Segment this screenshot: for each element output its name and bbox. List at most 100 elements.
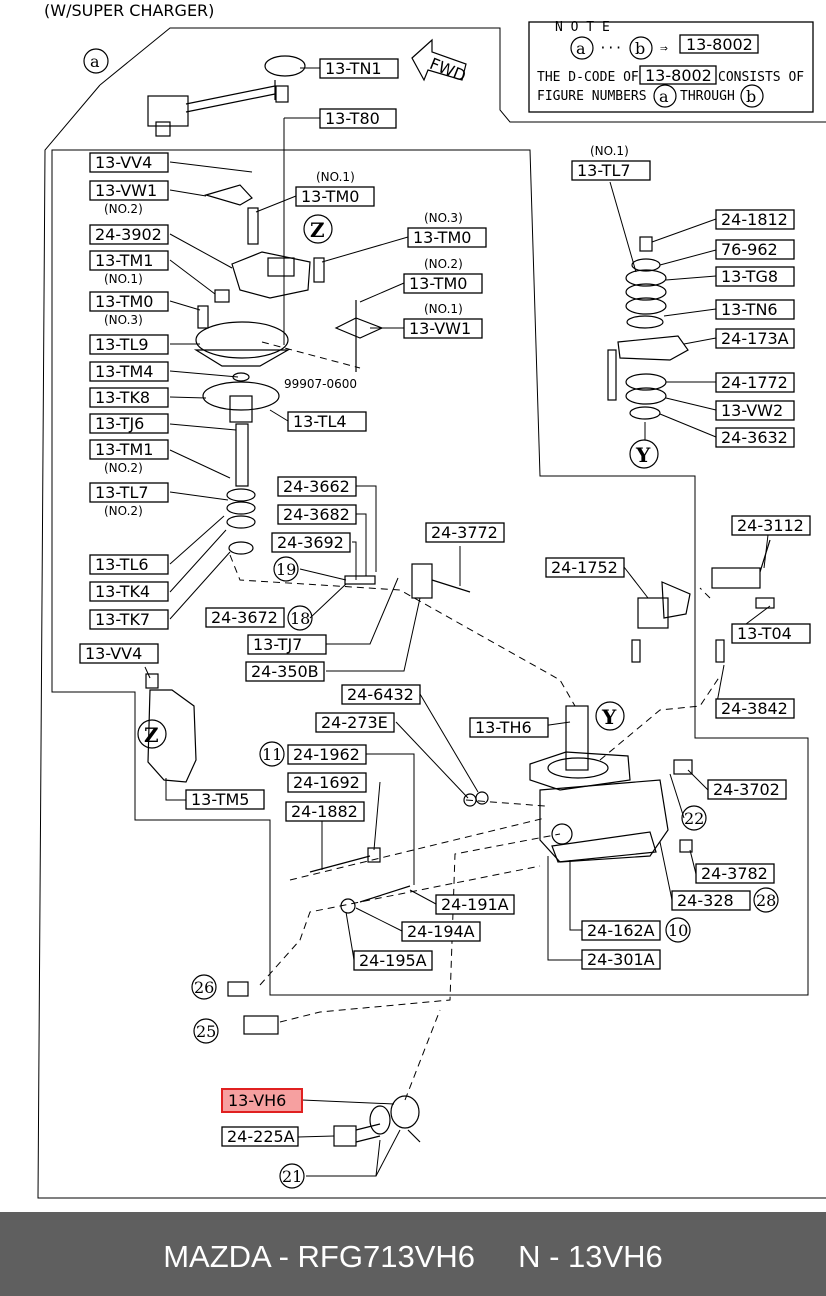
label-24-273e[interactable]: 24-273E xyxy=(315,712,395,733)
svg-text:13-TH6: 13-TH6 xyxy=(475,718,532,737)
svg-text:13-TN1: 13-TN1 xyxy=(325,59,382,78)
svg-text:24-3702: 24-3702 xyxy=(713,780,780,799)
label-13-tg8[interactable]: 13-TG8 xyxy=(715,266,795,287)
label-24-3782[interactable]: 24-3782 xyxy=(695,863,775,884)
label-24-3662[interactable]: 24-3662 xyxy=(277,476,357,497)
svg-text:13-VW1: 13-VW1 xyxy=(409,319,471,338)
label-13-tk7[interactable]: 13-TK7 xyxy=(89,609,169,630)
label-13-tj6[interactable]: 13-TJ6 xyxy=(89,413,169,434)
label-24-328[interactable]: 24-328 xyxy=(671,890,751,911)
label-13-tm0-b[interactable]: 13-TM0 xyxy=(89,291,169,312)
callout-10: 10 xyxy=(665,917,691,943)
label-13-vw1[interactable]: 13-VW1 xyxy=(89,180,169,201)
svg-text:24-3682: 24-3682 xyxy=(283,505,350,524)
label-24-1772[interactable]: 24-1772 xyxy=(715,372,795,393)
svg-text:13-TK4: 13-TK4 xyxy=(95,582,150,601)
callout-19: 19 xyxy=(273,556,299,582)
label-24-191a[interactable]: 24-191A xyxy=(435,894,515,915)
label-13-th6[interactable]: 13-TH6 xyxy=(469,717,549,738)
svg-text:24-225A: 24-225A xyxy=(227,1127,295,1146)
svg-text:13-VH6: 13-VH6 xyxy=(228,1091,286,1110)
label-13-vw2[interactable]: 13-VW2 xyxy=(715,400,795,421)
callout-18: 18 xyxy=(287,605,313,631)
svg-text:13-VV4: 13-VV4 xyxy=(85,644,142,663)
label-13-tl6[interactable]: 13-TL6 xyxy=(89,554,169,575)
label-24-173a[interactable]: 24-173A xyxy=(715,328,795,349)
label-24-162a[interactable]: 24-162A xyxy=(581,920,661,941)
note-line2-pre: THE D-CODE OF xyxy=(537,70,639,85)
label-13-tn1[interactable]: 13-TN1 xyxy=(319,58,399,79)
label-13-tk8[interactable]: 13-TK8 xyxy=(89,387,169,408)
label-24-225a[interactable]: 24-225A xyxy=(221,1126,299,1147)
label-13-tm0-no2[interactable]: 13-TM0 xyxy=(403,273,483,294)
label-13-tm1-no2[interactable]: 13-TM1 xyxy=(89,439,169,460)
part-sketches xyxy=(145,55,775,1147)
svg-text:24-1752: 24-1752 xyxy=(551,558,618,577)
callout-25: 25 xyxy=(193,1018,219,1044)
label-24-3682[interactable]: 24-3682 xyxy=(277,504,357,525)
label-24-3672[interactable]: 24-3672 xyxy=(205,607,285,628)
svg-text:13-VW1: 13-VW1 xyxy=(95,181,157,200)
note-line2-post: CONSISTS OF xyxy=(718,70,804,85)
footer-caption: MAZDA - RFG713VH6 N - 13VH6 xyxy=(163,1239,663,1274)
svg-text:24-3662: 24-3662 xyxy=(283,477,350,496)
label-13-vv4-b[interactable]: 13-VV4 xyxy=(79,643,159,664)
note-arrow: ⇒ xyxy=(660,41,668,56)
label-24-301a[interactable]: 24-301A xyxy=(581,949,661,970)
label-13-vv4[interactable]: 13-VV4 xyxy=(89,152,169,173)
sublabel-no2: (NO.2) xyxy=(104,202,143,216)
label-24-3702[interactable]: 24-3702 xyxy=(707,779,787,800)
label-13-tl4[interactable]: 13-TL4 xyxy=(287,411,367,432)
svg-text:13-VW2: 13-VW2 xyxy=(721,401,783,420)
svg-text:24-191A: 24-191A xyxy=(441,895,509,914)
label-13-tm0-no1[interactable]: 13-TM0 xyxy=(295,186,375,207)
sublabel-no1: (NO.1) xyxy=(316,170,355,184)
label-24-194a[interactable]: 24-194A xyxy=(401,921,481,942)
label-13-tn6[interactable]: 13-TN6 xyxy=(715,299,795,320)
svg-text:13-TK8: 13-TK8 xyxy=(95,388,150,407)
label-13-tl7-no1[interactable]: 13-TL7 xyxy=(571,160,651,181)
svg-text:Z: Z xyxy=(144,723,159,747)
svg-text:18: 18 xyxy=(290,609,310,628)
label-24-6432[interactable]: 24-6432 xyxy=(341,684,421,705)
diagram-title: (W/SUPER CHARGER) xyxy=(44,1,214,20)
label-13-tm1[interactable]: 13-TM1 xyxy=(89,250,169,271)
label-24-3112[interactable]: 24-3112 xyxy=(731,515,811,536)
label-24-1882[interactable]: 24-1882 xyxy=(285,801,365,822)
label-24-3772[interactable]: 24-3772 xyxy=(425,522,505,543)
label-24-1692[interactable]: 24-1692 xyxy=(287,772,367,793)
label-24-1962[interactable]: 24-1962 xyxy=(287,744,367,765)
label-24-1812[interactable]: 24-1812 xyxy=(715,209,795,230)
note-code: 13-8002 xyxy=(686,35,753,54)
label-24-3842[interactable]: 24-3842 xyxy=(715,698,795,719)
label-13-tl9[interactable]: 13-TL9 xyxy=(89,334,169,355)
label-24-3902[interactable]: 24-3902 xyxy=(89,224,169,245)
sublabel-99907-0600: 99907-0600 xyxy=(284,377,357,391)
svg-text:13-TL7: 13-TL7 xyxy=(95,483,149,502)
svg-text:25: 25 xyxy=(196,1022,216,1041)
label-13-tl7-no2[interactable]: 13-TL7 xyxy=(89,482,169,503)
label-13-t80[interactable]: 13-T80 xyxy=(319,108,397,129)
label-76-962[interactable]: 76-962 xyxy=(715,239,795,260)
label-24-350b[interactable]: 24-350B xyxy=(245,661,325,682)
svg-text:24-195A: 24-195A xyxy=(359,951,427,970)
label-13-tm0-no3[interactable]: 13-TM0 xyxy=(407,227,487,248)
label-13-tm5[interactable]: 13-TM5 xyxy=(185,789,265,810)
label-13-t04[interactable]: 13-T04 xyxy=(731,623,811,644)
note-box: N O T E a ··· b ⇒ 13-8002 THE D-CODE OF … xyxy=(528,20,814,113)
label-24-3692[interactable]: 24-3692 xyxy=(271,532,351,553)
label-24-195a[interactable]: 24-195A xyxy=(353,950,433,971)
label-13-tm4[interactable]: 13-TM4 xyxy=(89,361,169,382)
dashed-leaders xyxy=(229,341,721,1101)
sublabel-no3: (NO.3) xyxy=(104,313,143,327)
label-13-tk4[interactable]: 13-TK4 xyxy=(89,581,169,602)
label-24-3632[interactable]: 24-3632 xyxy=(715,427,795,448)
callout-11: 11 xyxy=(259,741,285,767)
label-13-vw1-no1[interactable]: 13-VW1 xyxy=(403,318,483,339)
label-24-1752[interactable]: 24-1752 xyxy=(545,557,625,578)
label-13-tj7[interactable]: 13-TJ7 xyxy=(247,634,327,655)
label-13-vh6-highlighted[interactable]: 13-VH6 xyxy=(221,1088,303,1113)
svg-text:21: 21 xyxy=(282,1167,302,1186)
svg-text:13-VV4: 13-VV4 xyxy=(95,153,152,172)
callout-26: 26 xyxy=(191,974,217,1000)
